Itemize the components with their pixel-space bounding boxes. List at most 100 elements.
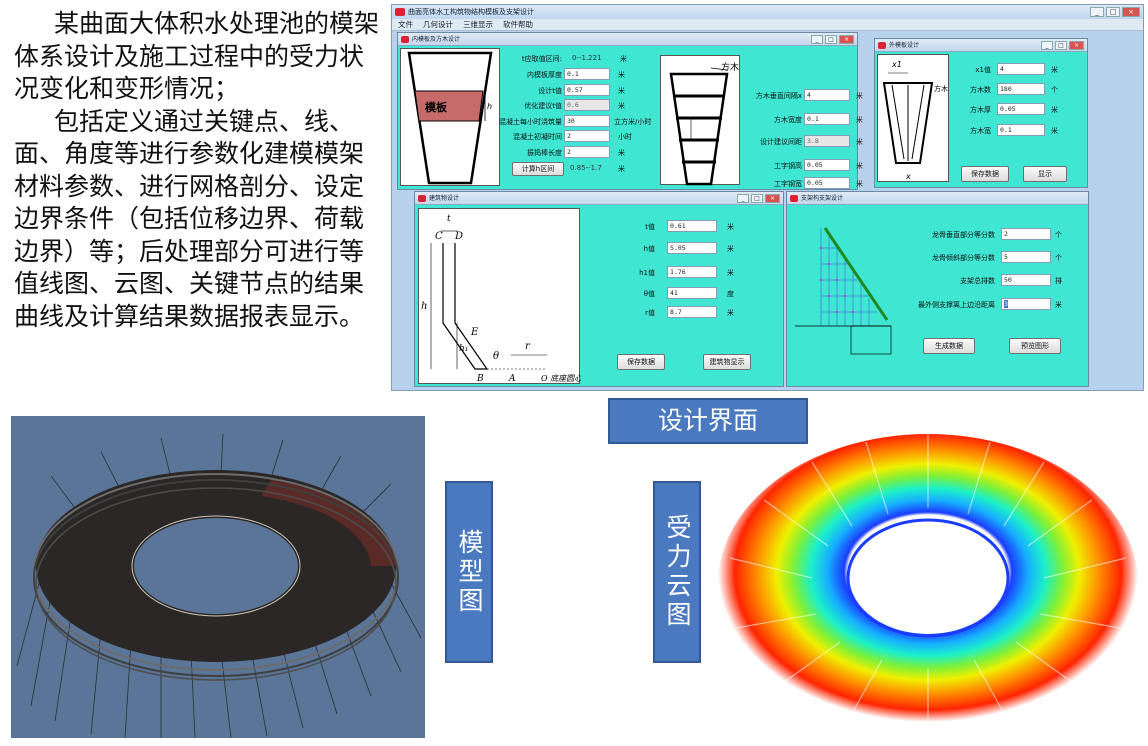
outer-support-distance-input[interactable]: 3 bbox=[1001, 298, 1051, 310]
building-show-button[interactable]: 建筑物显示 bbox=[703, 354, 751, 370]
outer-show-button[interactable]: 显示 bbox=[1023, 166, 1067, 182]
panel-logo-icon bbox=[418, 195, 426, 202]
design-interface-label: 设计界面 bbox=[608, 398, 808, 444]
t-range-unit: 米 bbox=[620, 55, 627, 63]
maximize-button[interactable]: □ bbox=[1106, 7, 1120, 17]
timber-count-input[interactable]: 180 bbox=[997, 83, 1045, 95]
x1-label: x1 bbox=[891, 60, 902, 69]
menu-bar: 文件 几何设计 三维显示 软件帮助 bbox=[392, 19, 1143, 31]
suggested-spacing-input: 3.8 bbox=[804, 135, 850, 147]
panel-logo-icon bbox=[790, 195, 798, 202]
set-time-label: 混凝土初凝时间 bbox=[513, 133, 562, 141]
support-design-panel: 支架构支架设计 bbox=[786, 191, 1089, 387]
timber-spacing-input[interactable]: 4 bbox=[804, 89, 850, 101]
panel-close-button[interactable]: × bbox=[1069, 41, 1084, 50]
r-field-label: r值 bbox=[645, 309, 655, 317]
set-time-input[interactable]: 2 bbox=[564, 130, 610, 142]
intro-paragraph-1: 某曲面大体积水处理池的模架体系设计及施工过程中的受力状况变化和变形情况； bbox=[14, 9, 380, 103]
vertical-divisions-input[interactable]: 2 bbox=[1001, 228, 1051, 240]
model-render bbox=[11, 416, 425, 738]
t-range-label: t应取值区间: bbox=[521, 55, 562, 63]
r-input[interactable]: 8.7 bbox=[667, 306, 717, 318]
outer-diagram: x1 方木 x bbox=[877, 54, 949, 182]
building-save-button[interactable]: 保存数据 bbox=[617, 354, 665, 370]
outer-support-distance-label: 最外侧支撑离上边沿距离 bbox=[918, 301, 995, 309]
outer-formwork-panel: 外模板设计 _ □ × x1 方木 x x1值 4 米 方木数 180 个 bbox=[874, 38, 1088, 188]
unit-label: 米 bbox=[618, 71, 625, 79]
timber-label: 方木 bbox=[721, 61, 739, 73]
unit-label: 米 bbox=[727, 269, 734, 277]
panel-logo-icon bbox=[878, 42, 886, 49]
vibrator-length-label: 振捣棒长度 bbox=[527, 149, 562, 157]
timber-width-label: 方木宽 bbox=[970, 127, 991, 135]
timber-thickness-input[interactable]: 0.05 bbox=[997, 103, 1045, 115]
panel-minimize-button[interactable]: _ bbox=[811, 35, 823, 44]
unit-label: 米 bbox=[618, 149, 625, 157]
timber-width-input[interactable]: 0.1 bbox=[997, 124, 1045, 136]
panel-maximize-button[interactable]: □ bbox=[1055, 41, 1067, 50]
x1-input[interactable]: 4 bbox=[997, 63, 1045, 75]
label-t: t bbox=[447, 214, 451, 224]
theta-input[interactable]: 41 bbox=[667, 287, 717, 299]
unit-label: 米 bbox=[727, 309, 734, 317]
panel-minimize-button[interactable]: _ bbox=[737, 194, 749, 203]
h1-input[interactable]: 1.76 bbox=[667, 266, 717, 278]
unit-label: 米 bbox=[1051, 106, 1058, 114]
building-section-diagram: C D t h h₁ E θ r B A O 底座圆心 bbox=[418, 208, 583, 384]
menu-geometry[interactable]: 几何设计 bbox=[423, 20, 453, 29]
ibeam-height-input[interactable]: 0.05 bbox=[804, 159, 850, 171]
unit-label: 个 bbox=[1051, 86, 1058, 94]
ibeam-width-input[interactable]: 0.05 bbox=[804, 177, 850, 189]
calc-h-range-button[interactable]: 计算h区间 bbox=[512, 162, 564, 176]
timber-thickness-label: 方木厚 bbox=[970, 106, 991, 114]
intro-text: 某曲面大体积水处理池的模架体系设计及施工过程中的受力状况变化和变形情况； 包括定… bbox=[14, 8, 386, 333]
selected-value: 3 bbox=[1004, 300, 1008, 308]
incline-divisions-label: 龙骨倾斜部分等分数 bbox=[932, 254, 995, 262]
unit-label: 米 bbox=[618, 165, 625, 173]
unit-label: 米 bbox=[1055, 301, 1062, 309]
unit-label: 个 bbox=[1055, 254, 1062, 262]
generate-data-button[interactable]: 生成数据 bbox=[923, 338, 975, 354]
h-input[interactable]: 5.05 bbox=[667, 242, 717, 254]
panel-minimize-button[interactable]: _ bbox=[1041, 41, 1053, 50]
building-panel-title: 建筑物设计 bbox=[429, 195, 460, 202]
menu-help[interactable]: 软件帮助 bbox=[503, 20, 533, 29]
t-input[interactable]: 0.61 bbox=[667, 220, 717, 232]
label-h1: h₁ bbox=[459, 344, 468, 354]
panel-maximize-button[interactable]: □ bbox=[825, 35, 837, 44]
ibeam-width-label: 工字钢宽 bbox=[774, 180, 802, 188]
ibeam-height-label: 工字钢高 bbox=[774, 162, 802, 170]
inner-thickness-input[interactable]: 0.1 bbox=[564, 68, 610, 80]
design-t-input[interactable]: 0.57 bbox=[564, 84, 610, 96]
label-e: E bbox=[470, 327, 479, 338]
unit-label: 米 bbox=[856, 116, 863, 124]
unit-label: 米 bbox=[618, 87, 625, 95]
timber-width-input[interactable]: 0.1 bbox=[804, 113, 850, 125]
unit-label: 米 bbox=[1051, 127, 1058, 135]
minimize-button[interactable]: _ bbox=[1090, 7, 1104, 17]
pour-rate-label: 混凝土每小时浇筑量 bbox=[499, 118, 562, 126]
suggested-t-label: 优化建议t值 bbox=[524, 102, 562, 110]
app-logo-icon bbox=[395, 8, 405, 16]
t-range-value: 0--1.221 bbox=[572, 54, 602, 62]
design-t-label: 设计t值 bbox=[538, 87, 562, 95]
outer-save-button[interactable]: 保存数据 bbox=[961, 166, 1009, 182]
x1-field-label: x1值 bbox=[975, 66, 991, 74]
close-button[interactable]: × bbox=[1122, 7, 1140, 17]
app-title: 曲面亮体水工构筑物结构模板及支架设计 bbox=[408, 8, 534, 16]
h-field-label: h值 bbox=[643, 245, 655, 253]
vibrator-length-input[interactable]: 2 bbox=[564, 146, 610, 158]
unit-label: 度 bbox=[727, 290, 734, 298]
menu-file[interactable]: 文件 bbox=[398, 20, 413, 29]
unit-label: 米 bbox=[856, 138, 863, 146]
panel-maximize-button[interactable]: □ bbox=[751, 194, 763, 203]
preview-button[interactable]: 预览图形 bbox=[1009, 338, 1061, 354]
support-panel-title-bar: 支架构支架设计 bbox=[787, 192, 1088, 205]
pour-rate-input[interactable]: 30 bbox=[564, 115, 610, 127]
panel-close-button[interactable]: × bbox=[839, 35, 854, 44]
support-panel-title: 支架构支架设计 bbox=[801, 195, 844, 202]
menu-3d-view[interactable]: 三维显示 bbox=[463, 20, 493, 29]
total-rows-input[interactable]: 50 bbox=[1001, 274, 1051, 286]
panel-close-button[interactable]: × bbox=[765, 194, 780, 203]
incline-divisions-input[interactable]: 5 bbox=[1001, 251, 1051, 263]
